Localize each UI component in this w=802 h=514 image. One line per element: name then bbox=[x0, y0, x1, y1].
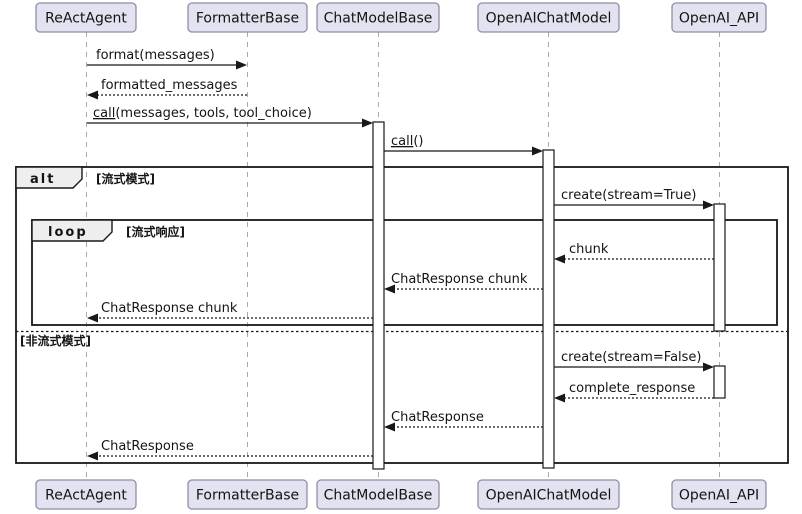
message-label-create-stream-false: create(stream=False) bbox=[561, 350, 702, 365]
participant-bottom-formatterbase-label: FormatterBase bbox=[196, 488, 299, 504]
activation-openai-api-non-streaming bbox=[713, 365, 726, 399]
arrowhead-right-icon bbox=[362, 118, 373, 128]
message-label-chatresponse-chunk: ChatResponse chunk bbox=[101, 301, 238, 316]
message-label-chatresponse-mid: ChatResponse bbox=[391, 410, 484, 425]
message-label-chunk: chunk bbox=[569, 242, 609, 257]
loop-operator-label: loop bbox=[48, 225, 88, 240]
arrowhead-left-icon bbox=[384, 422, 395, 432]
loop-operator-pentagon bbox=[31, 219, 113, 242]
participant-top-openai-api bbox=[671, 2, 767, 33]
message-label-chatresponse: ChatResponse bbox=[101, 439, 194, 454]
arrowhead-left-icon bbox=[554, 254, 565, 264]
participant-top-reactagent bbox=[35, 2, 137, 33]
alt-operator-pentagon bbox=[15, 166, 83, 189]
participant-bottom-reactagent bbox=[35, 479, 137, 510]
arrowhead-left-icon bbox=[87, 90, 98, 100]
activation-bars bbox=[372, 121, 726, 470]
participant-bottom-openai-api bbox=[671, 479, 767, 510]
alt-guard-non-streaming: [非流式模式] bbox=[20, 333, 91, 348]
participant-top-chatmodelbase-label: ChatModelBase bbox=[324, 11, 433, 27]
participant-bottom-reactagent-label: ReActAgent bbox=[45, 488, 127, 504]
arrowhead-right-icon bbox=[236, 60, 247, 70]
participant-bottom-openai-api-label: OpenAI_API bbox=[679, 488, 759, 504]
participant-bottom-formatterbase bbox=[187, 479, 308, 510]
participant-top-chatmodelbase bbox=[316, 2, 440, 33]
participant-top-reactagent-label: ReActAgent bbox=[45, 11, 127, 27]
participant-top-openai-api-label: OpenAI_API bbox=[679, 11, 759, 27]
activation-openaichatmodel bbox=[542, 149, 555, 469]
loop-fragment: loop [流式响应] bbox=[31, 219, 778, 326]
participant-top-openaichatmodel-label: OpenAIChatModel bbox=[486, 11, 612, 27]
alt-guard-streaming: [流式模式] bbox=[96, 171, 155, 186]
arrowhead-right-icon bbox=[703, 362, 714, 372]
participant-top-formatterbase-label: FormatterBase bbox=[196, 11, 299, 27]
loop-guard: [流式响应] bbox=[126, 224, 185, 239]
loop-frame bbox=[31, 219, 778, 326]
alt-fragment: alt [流式模式] [非流式模式] bbox=[15, 166, 789, 464]
participant-top-openaichatmodel bbox=[477, 2, 620, 33]
message-label-chatresponse-chunk-mid: ChatResponse chunk bbox=[391, 272, 528, 287]
message-label-call: call() bbox=[391, 134, 424, 149]
message-label-create-stream-true: create(stream=True) bbox=[561, 188, 696, 203]
activation-chatmodelbase bbox=[372, 121, 385, 470]
message-label-format: format(messages) bbox=[96, 48, 215, 63]
messages: format(messages) formatted_messages call… bbox=[87, 48, 714, 461]
participants-top: ReActAgent FormatterBase ChatModelBase O… bbox=[35, 2, 767, 33]
participant-bottom-chatmodelbase-label: ChatModelBase bbox=[324, 488, 433, 504]
arrowhead-right-icon bbox=[703, 200, 714, 210]
alt-operator-label: alt bbox=[30, 172, 55, 187]
arrowhead-right-icon bbox=[532, 146, 543, 156]
message-label-call-full: call(messages, tools, tool_choice) bbox=[93, 106, 312, 121]
participants-bottom: ReActAgent FormatterBase ChatModelBase O… bbox=[35, 479, 767, 510]
arrowhead-left-icon bbox=[384, 284, 395, 294]
participant-top-formatterbase bbox=[187, 2, 308, 33]
participant-bottom-chatmodelbase bbox=[316, 479, 440, 510]
arrowhead-left-icon bbox=[87, 451, 98, 461]
activation-openai-api-streaming bbox=[713, 203, 726, 332]
message-label-complete-response: complete_response bbox=[569, 381, 695, 396]
message-label-formatted-messages: formatted_messages bbox=[101, 78, 238, 93]
participant-bottom-openaichatmodel bbox=[477, 479, 620, 510]
arrowhead-left-icon bbox=[554, 393, 565, 403]
alt-frame bbox=[15, 166, 789, 464]
arrowhead-left-icon bbox=[87, 313, 98, 323]
participant-bottom-openaichatmodel-label: OpenAIChatModel bbox=[486, 488, 612, 504]
